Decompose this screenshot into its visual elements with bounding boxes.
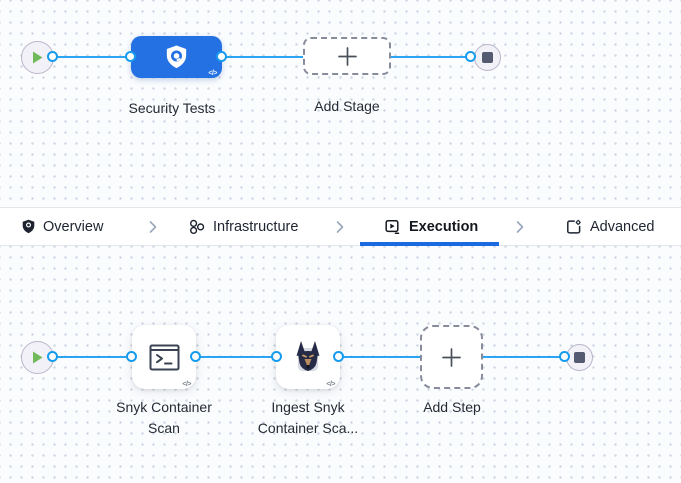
step-label-line: Container Sca...: [257, 420, 359, 436]
shield-icon: [22, 219, 35, 234]
step-label-line: Ingest Snyk: [271, 399, 345, 415]
terminal-icon: [149, 344, 180, 371]
step-label: Snyk Container Scan: [94, 397, 234, 439]
stop-icon: [574, 352, 585, 363]
tab-label: Infrastructure: [213, 218, 299, 235]
port: [47, 51, 58, 62]
tab-overview[interactable]: Overview: [22, 208, 103, 245]
stage-canvas[interactable]: </> Security Tests Add Stage: [0, 0, 681, 207]
tab-label: Execution: [409, 218, 479, 235]
port: [47, 351, 58, 362]
add-stage-button[interactable]: [303, 37, 391, 75]
step-node-ingest-snyk[interactable]: </>: [276, 325, 340, 389]
execution-canvas[interactable]: </> </>: [0, 246, 681, 483]
port: [271, 351, 282, 362]
infrastructure-icon: [189, 219, 205, 235]
security-shield-icon: [163, 44, 190, 71]
tab-infrastructure[interactable]: Infrastructure: [189, 208, 298, 245]
yaml-code-badge: </>: [182, 381, 191, 388]
port: [190, 351, 201, 362]
add-step-label: Add Step: [423, 399, 481, 415]
step-node-snyk-container-scan[interactable]: </>: [132, 325, 196, 389]
play-icon: [32, 351, 43, 364]
port: [333, 351, 344, 362]
play-icon: [32, 51, 43, 64]
port: [216, 51, 227, 62]
port: [126, 351, 137, 362]
execution-end-node: [566, 344, 593, 371]
tab-advanced[interactable]: Advanced: [566, 208, 655, 245]
plus-icon: [337, 46, 358, 67]
chevron-right-icon: [333, 220, 346, 233]
stage-label: Security Tests: [128, 100, 216, 116]
chevron-right-icon: [513, 220, 526, 233]
step-label-line: Scan: [148, 420, 180, 436]
active-tab-underline: [360, 242, 499, 246]
yaml-code-badge: </>: [326, 381, 335, 388]
stage-node-security-tests[interactable]: </>: [131, 36, 222, 78]
add-stage-label: Add Stage: [314, 98, 380, 114]
add-step-button[interactable]: [420, 325, 483, 389]
snyk-dog-icon: [292, 340, 324, 374]
yaml-code-badge: </>: [208, 70, 217, 77]
pipeline-end-node: [474, 44, 501, 71]
stop-icon: [482, 52, 493, 63]
advanced-icon: [566, 219, 582, 235]
chevron-right-icon: [146, 220, 159, 233]
port: [559, 351, 570, 362]
tab-execution[interactable]: Execution: [385, 208, 478, 245]
step-label: Ingest Snyk Container Sca...: [238, 397, 378, 439]
plus-icon: [441, 347, 462, 368]
port: [125, 51, 136, 62]
tab-label: Overview: [43, 218, 104, 235]
port: [465, 51, 476, 62]
tab-label: Advanced: [590, 218, 655, 235]
step-label-line: Snyk Container: [116, 399, 212, 415]
execution-icon: [385, 219, 401, 235]
stage-wire: [53, 56, 473, 58]
stage-config-tab-bar: Overview Infrastructure: [0, 207, 681, 246]
